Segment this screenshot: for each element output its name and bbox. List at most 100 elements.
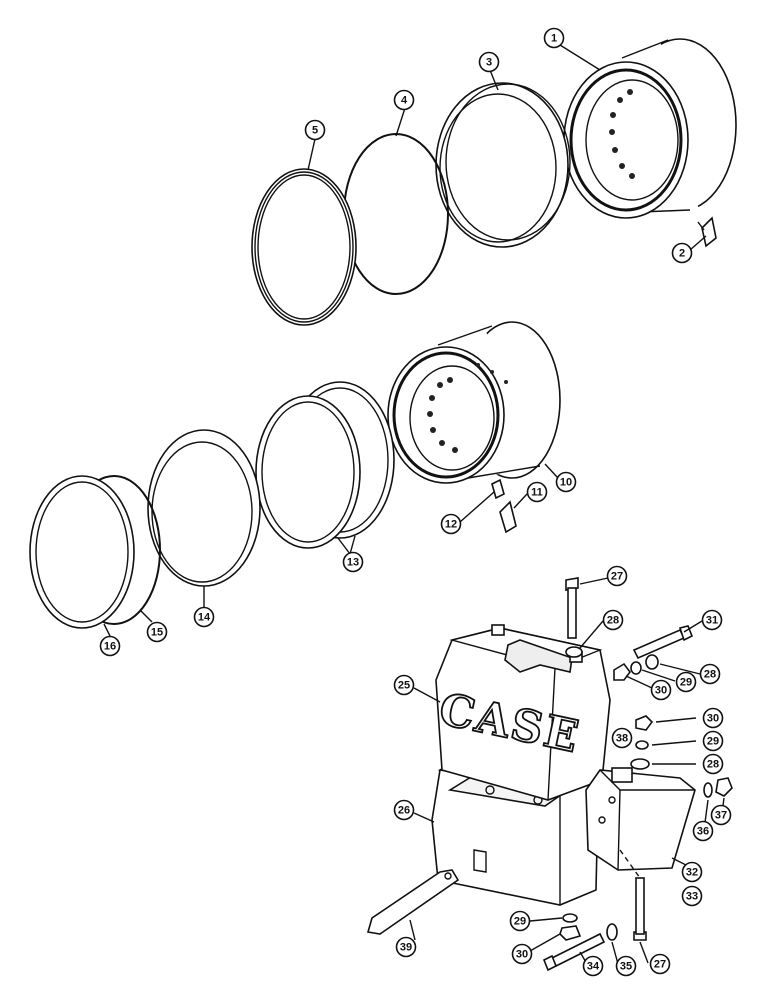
part-1-rim [563,38,737,219]
part-31-bolt [632,625,694,660]
callout-38: 38 [611,727,633,749]
callout-label: 2 [679,248,685,260]
callout-32: 32 [681,861,703,883]
part-13-rings [255,381,395,549]
callout-circle [699,663,721,685]
callout-label: 3 [486,57,492,69]
callout-label: 32 [686,867,698,879]
callout-circle [681,861,703,883]
callout-circle [649,953,671,975]
callout-label: 25 [398,680,410,692]
callout-5: 5 [304,119,326,141]
callout-29: 29 [509,910,531,932]
callout-11: 11 [526,481,548,503]
callout-10: 10 [555,471,577,493]
callout-circle [606,565,628,587]
callout-circle [526,481,548,503]
callout-35: 35 [615,955,637,977]
callout-circle [671,242,693,264]
callout-label: 27 [654,959,666,971]
callout-circle [478,51,500,73]
callout-label: 5 [312,125,318,137]
callout-circle [543,27,565,49]
callout-circle [602,609,624,631]
callout-label: 16 [104,641,116,653]
part-28-washer-mid [630,758,650,770]
callout-label: 14 [198,612,211,624]
part-14-ring [147,429,261,587]
part-5-lock-ring [251,168,357,326]
part-30-nut-right [613,662,631,681]
part-29-lockwasher-right [630,661,642,675]
part-3-ring [435,82,571,248]
callout-15: 15 [146,621,168,643]
callout-circle [702,707,724,729]
callout-label: 26 [398,805,410,817]
callout-circle [193,606,215,628]
part-10-rim [387,321,561,484]
part-11-valve [499,500,517,534]
callout-34: 34 [582,955,604,977]
callout-30: 30 [511,943,533,965]
callout-33: 33 [681,885,703,907]
callout-circle [146,621,168,643]
part-29-lockwasher-bottom [562,913,578,923]
callout-circle [393,799,415,821]
callout-label: 31 [706,615,718,627]
callout-label: 34 [587,961,600,973]
part-37-nut [715,777,733,797]
callout-circle [692,820,714,842]
callout-31: 31 [701,609,723,631]
callout-circle [582,955,604,977]
callout-label: 30 [516,949,528,961]
callout-label: 29 [707,736,719,748]
callout-label: 28 [707,759,719,771]
callout-label: 1 [551,33,557,45]
callout-circle [611,727,633,749]
callout-circle [304,119,326,141]
callout-label: 10 [560,477,572,489]
callout-28: 28 [699,663,721,685]
callout-2: 2 [671,242,693,264]
part-12-valve-cap [491,478,505,500]
part-27-bolt-bottom [619,849,647,941]
part-39-handle [366,869,460,935]
callout-27: 27 [606,565,628,587]
callout-label: 4 [401,95,408,107]
callout-circle [615,955,637,977]
callout-29: 29 [702,730,724,752]
part-28-washer-top [565,646,583,658]
callout-14: 14 [193,606,215,628]
callout-25: 25 [393,674,415,696]
part-25-weight-case: CASE [434,624,611,801]
callout-circle [681,885,703,907]
callout-circle [650,679,672,701]
callout-1: 1 [543,27,565,49]
callout-label: 28 [704,669,716,681]
callout-label: 35 [620,961,632,973]
callout-label: 12 [445,519,457,531]
callout-circle [702,753,724,775]
callout-circle [99,635,121,657]
part-32-side-weight [585,769,696,871]
callout-label: 30 [655,685,667,697]
callout-label: 29 [680,677,692,689]
callout-30: 30 [650,679,672,701]
callout-label: 30 [707,713,719,725]
callout-16: 16 [99,635,121,657]
callout-circle [509,910,531,932]
part-2-valve-stem [697,216,717,248]
callout-27: 27 [649,953,671,975]
callout-label: 15 [151,627,163,639]
part-38-pad [611,767,633,783]
part-16-lock-ring [29,475,135,629]
callout-12: 12 [440,513,462,535]
callout-26: 26 [393,799,415,821]
callout-circle [393,674,415,696]
part-27-bolt-top [565,577,579,639]
callout-circle [342,551,364,573]
callout-circle [675,671,697,693]
callout-label: 13 [347,557,359,569]
